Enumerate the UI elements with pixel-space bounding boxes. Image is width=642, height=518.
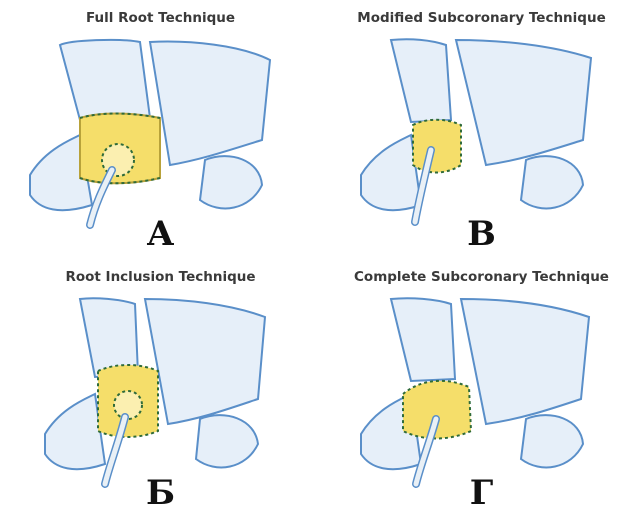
panel-complete-subcoronary: Complete Subcoronary Technique Г — [321, 259, 642, 518]
panel-letter: Б — [0, 473, 321, 513]
panel-modified-subcoronary: Modified Subcoronary Technique В — [321, 0, 642, 259]
panel-full-root: Full Root Technique А — [0, 0, 321, 259]
panel-root-inclusion: Root Inclusion Technique Б — [0, 259, 321, 518]
panel-letter: В — [321, 214, 642, 254]
panel-letter: А — [0, 214, 321, 254]
panel-letter: Г — [321, 473, 642, 513]
